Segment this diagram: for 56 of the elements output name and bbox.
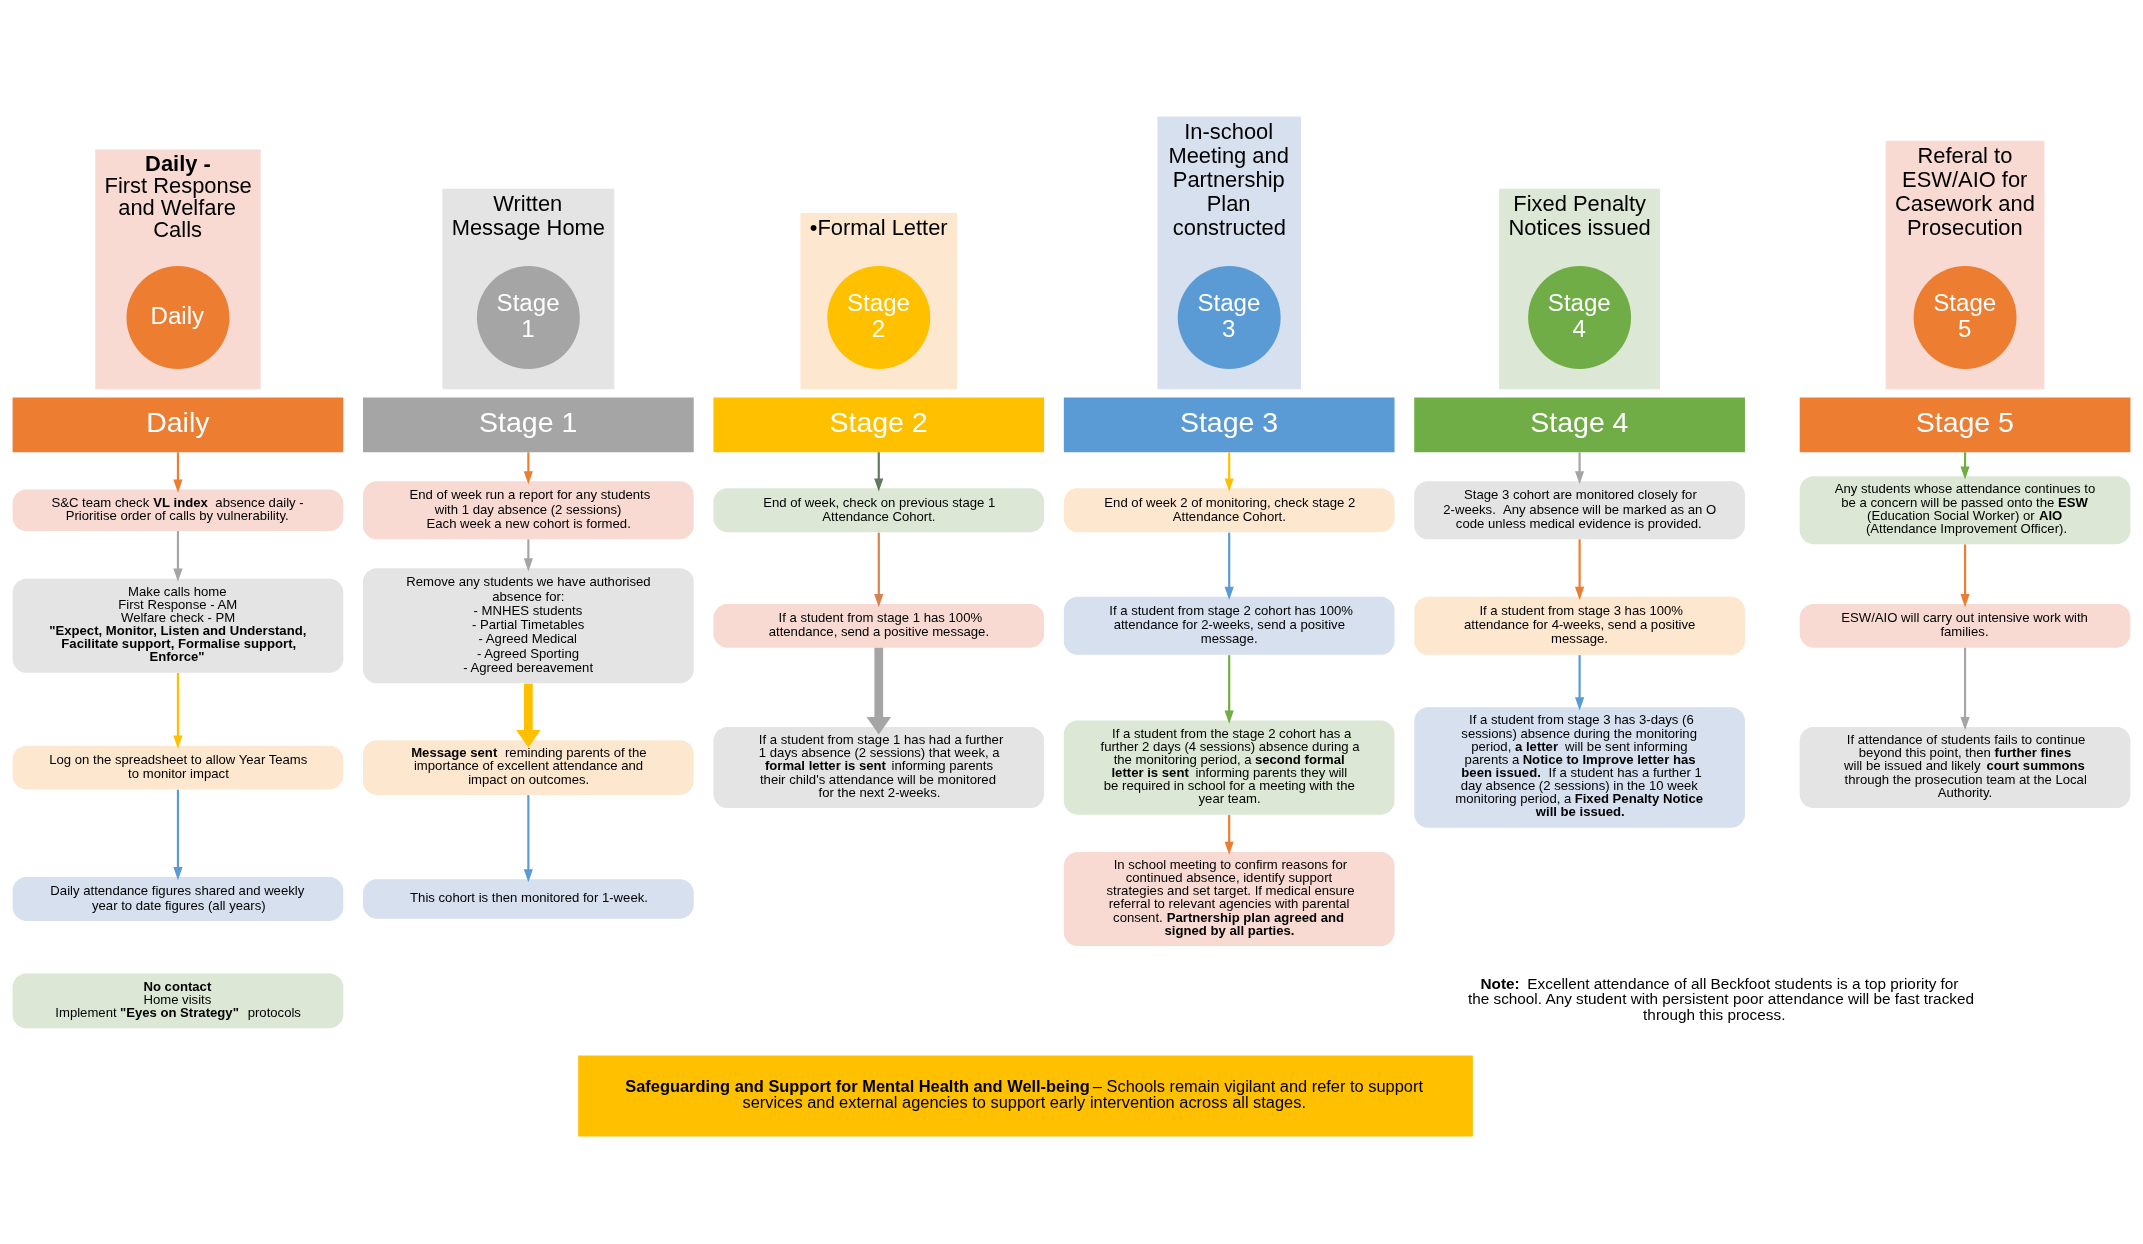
arrow bbox=[516, 683, 541, 748]
node-box: Stage 2 bbox=[713, 396, 1045, 452]
arrow bbox=[1960, 543, 1970, 607]
node-box: If a student from stage 3 has 3-days (6 sessions) absence during the monitoring period, a letter will be sent informing parents a Notice to Improve letter has been issued. If a student has a further 1 day absence (2 sessions) in the 10 week monitoring period, a Fixed Penalty Notice will be issued. bbox=[1414, 706, 1745, 828]
arrow bbox=[874, 451, 884, 492]
node-box: Stage 5 bbox=[1799, 396, 2131, 452]
arrow bbox=[1960, 647, 1970, 730]
node-box: Stage 3 cohort are monitored closely for 2-weeks. Any absence will be marked as an O code unless medical evidence is provided. bbox=[1414, 480, 1745, 539]
node-box: Remove any students we have authorised absence for: - MNHES students - Partial Timetables - Agreed Medical - Agreed Sporting - Agreed bereavement bbox=[363, 567, 694, 683]
arrow bbox=[874, 532, 884, 607]
node-box: S&C team check VL index absence daily - Prioritise order of calls by vulnerability. bbox=[12, 488, 344, 531]
node-circle: Daily bbox=[126, 265, 230, 369]
node-box: If a student from the stage 2 cohort has a further 2 days (4 sessions) absence during a the monitoring period, a second formal letter is sent informing parents they will be required in school for a meeting with the year team. bbox=[1063, 720, 1395, 815]
node-box: ESW/AIO will carry out intensive work with families. bbox=[1799, 603, 2131, 648]
arrow bbox=[173, 789, 183, 880]
node-circle: Stage 3 bbox=[1177, 265, 1281, 369]
node-box: Any students whose attendance continues to be a concern will be passed onto the ESW (Education Social Worker) or AIO (Attendance Improvement Officer). bbox=[1799, 475, 2131, 544]
node-box: If a student from stage 2 cohort has 100% attendance for 2-weeks, send a positive message. bbox=[1063, 596, 1395, 655]
node-box: If a student from stage 1 has 100% attendance, send a positive message. bbox=[713, 603, 1045, 648]
node-box: In school meeting to confirm reasons for continued absence, identify support strategies and set target. If medical ensure referral to relevant agencies with parental consent. Partnership plan agreed and signed by all parties. bbox=[1063, 851, 1395, 946]
node-circle: Stage 4 bbox=[1528, 265, 1632, 369]
node-circle: Stage 2 bbox=[827, 265, 931, 369]
arrow bbox=[1575, 654, 1585, 710]
node-box: If a student from stage 1 has had a further 1 days absence (2 sessions) that week, a formal letter is sent informing parents their child's attendance will be monitored for the next 2-weeks. bbox=[713, 726, 1045, 808]
arrow bbox=[1224, 451, 1234, 492]
node-circle: Stage 5 bbox=[1913, 265, 2017, 369]
arrow bbox=[1224, 814, 1234, 855]
node-box: Daily bbox=[12, 396, 344, 452]
arrow bbox=[866, 647, 892, 735]
node-box: End of week, check on previous stage 1 Attendance Cohort. bbox=[713, 487, 1045, 532]
node-box: Message sent reminding parents of the importance of excellent attendance and impact on outcomes. bbox=[363, 739, 694, 795]
node-box: End of week run a report for any students with 1 day absence (2 sessions) Each week a new cohort is formed. bbox=[363, 480, 694, 539]
arrow bbox=[1575, 451, 1585, 484]
node-box: Make calls home First Response - AM Welfare check - PM "Expect, Monitor, Listen and Understand, Facilitate support, Formalise support, Enforce" bbox=[12, 578, 344, 673]
arrow bbox=[523, 538, 533, 572]
node-box: This cohort is then monitored for 1-week. bbox=[363, 878, 694, 919]
arrow bbox=[173, 672, 183, 749]
node-box: No contact Home visits Implement "Eyes on Strategy" protocols bbox=[12, 972, 344, 1028]
arrow bbox=[1224, 654, 1234, 724]
arrow bbox=[173, 530, 183, 582]
node-box: Log on the spreadsheet to allow Year Teams to monitor impact bbox=[12, 745, 344, 789]
node-box: End of week 2 of monitoring, check stage 2 Attendance Cohort. bbox=[1063, 487, 1395, 532]
node-circle: Stage 1 bbox=[476, 265, 580, 369]
arrow bbox=[523, 794, 533, 882]
node-box: Safeguarding and Support for Mental Health and Well-being– Schools remain vigilant and refer to support services and external agencies to support early intervention across all stages. bbox=[578, 1055, 1473, 1137]
node-box: If a student from stage 3 has 100% attendance for 4-weeks, send a positive message. bbox=[1414, 596, 1745, 655]
arrow bbox=[1224, 532, 1234, 600]
arrow bbox=[523, 451, 533, 484]
node-box: Stage 3 bbox=[1063, 396, 1395, 452]
node-box: If attendance of students fails to continue beyond this point, then further fines will be issued and likely court summons through the prosecution team at the Local Authority. bbox=[1799, 726, 2131, 808]
arrow bbox=[1575, 538, 1585, 600]
node-box: Stage 1 bbox=[363, 396, 694, 452]
node-box: Daily attendance figures shared and weekly year to date figures (all years) bbox=[12, 876, 344, 921]
arrow bbox=[173, 451, 183, 493]
label: Note: Excellent attendance of all Beckfoot students is a top priority for the school. Any student with persistent poor attendance will be fast tracked through this process. bbox=[1467, 974, 1975, 1023]
node-box: Stage 4 bbox=[1414, 396, 1745, 452]
